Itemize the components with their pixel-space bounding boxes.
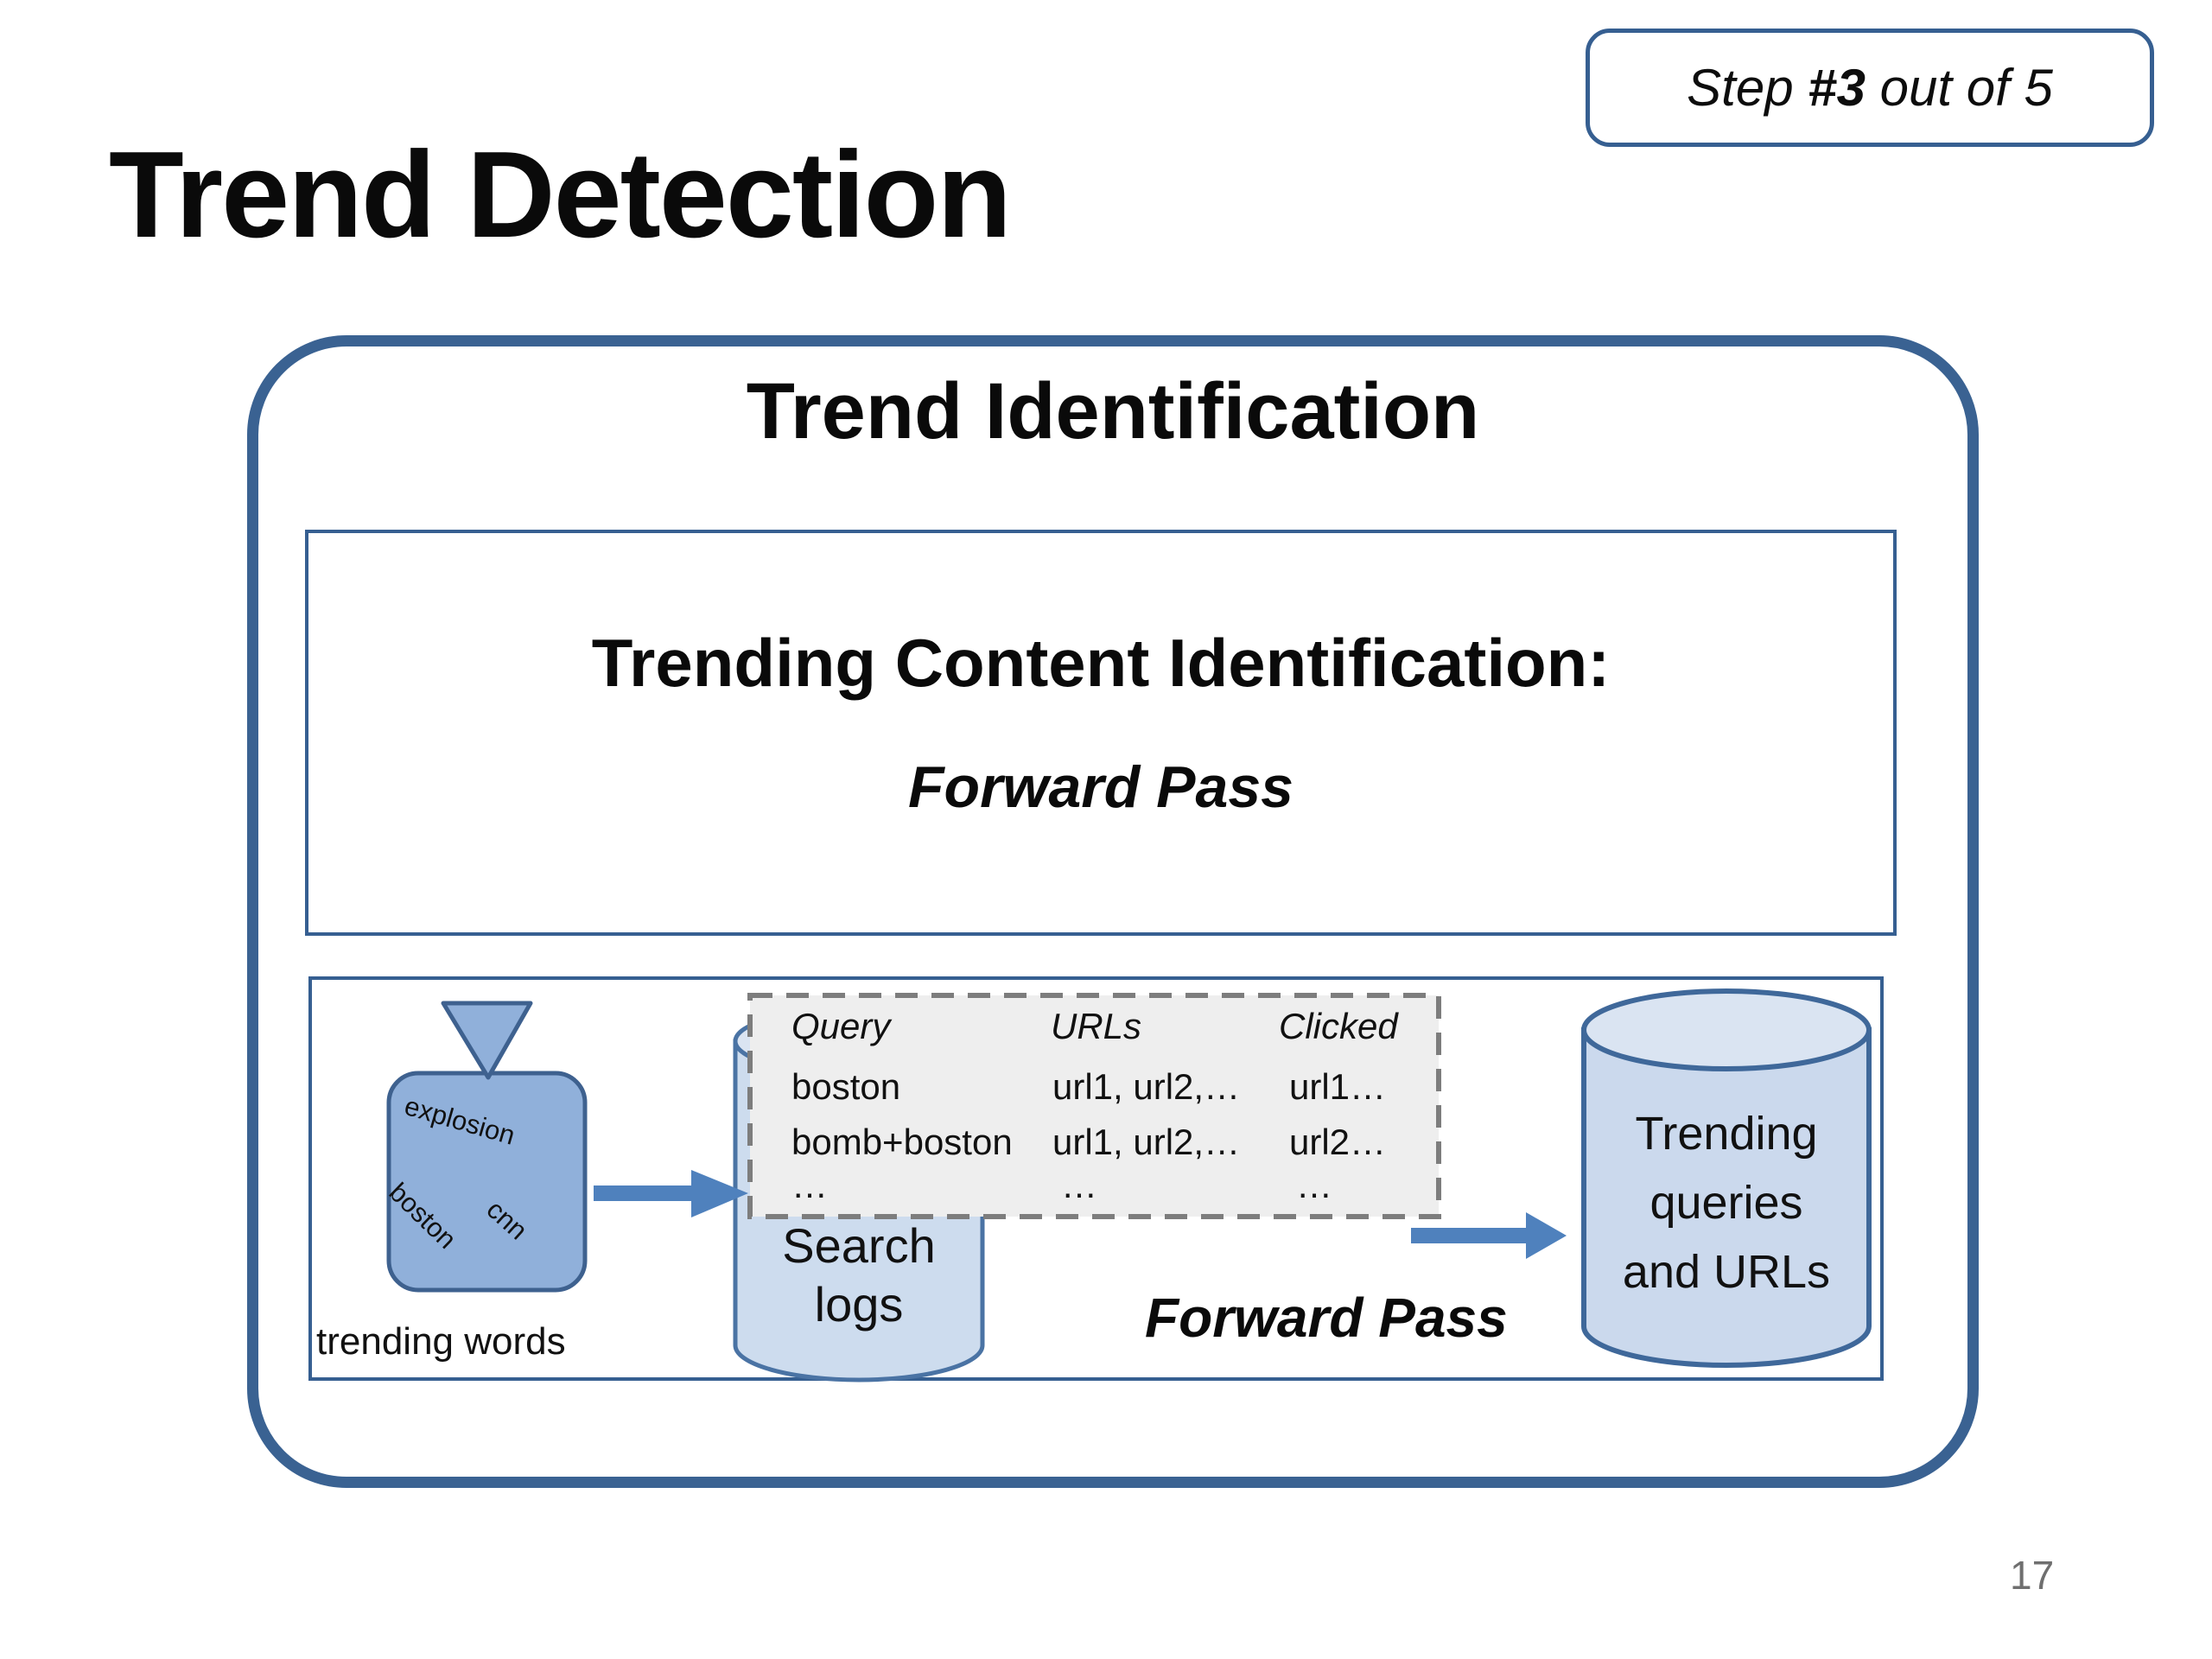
search-logs-label: Search logs [751, 1217, 967, 1334]
panel-heading: Trend Identification [746, 367, 1480, 455]
step-badge: Step #3 out of 5 [1586, 29, 2154, 147]
table-cell: url2… [1289, 1122, 1387, 1162]
search-logs-line2: logs [814, 1277, 904, 1332]
search-logs-line1: Search [782, 1218, 936, 1273]
table-header-clicked: Clicked [1279, 1006, 1398, 1046]
content-box-line2: Forward Pass [908, 754, 1294, 820]
output-db-line1: Trending [1635, 1108, 1818, 1160]
table-cell: boston [791, 1066, 901, 1107]
output-db-label: Trending queries and URLs [1584, 1099, 1869, 1306]
step-number: #3 [1808, 59, 1866, 117]
table-cell: bomb+boston [791, 1122, 1013, 1162]
table-cell: url1, url2,… [1052, 1122, 1241, 1162]
trending-words-label: trending words [316, 1320, 566, 1363]
table-cell: … [1296, 1165, 1332, 1205]
output-db-line2: queries [1649, 1177, 1803, 1229]
table-cell: … [791, 1165, 828, 1205]
table-header-urls: URLs [1051, 1006, 1142, 1046]
forward-pass-label: Forward Pass [1145, 1287, 1508, 1349]
content-identification-box [305, 530, 1897, 936]
page-title: Trend Detection [109, 126, 1012, 264]
table-cell: … [1061, 1165, 1097, 1205]
step-prefix: Step [1687, 59, 1808, 117]
output-db-line3: and URLs [1622, 1246, 1831, 1298]
table-header-query: Query [791, 1006, 891, 1046]
content-box-line1: Trending Content Identification: [591, 625, 1611, 701]
page-number: 17 [2010, 1553, 2055, 1598]
table-cell: url1… [1289, 1066, 1387, 1107]
table-cell: url1, url2,… [1052, 1066, 1241, 1107]
step-suffix: out of 5 [1866, 59, 2053, 117]
